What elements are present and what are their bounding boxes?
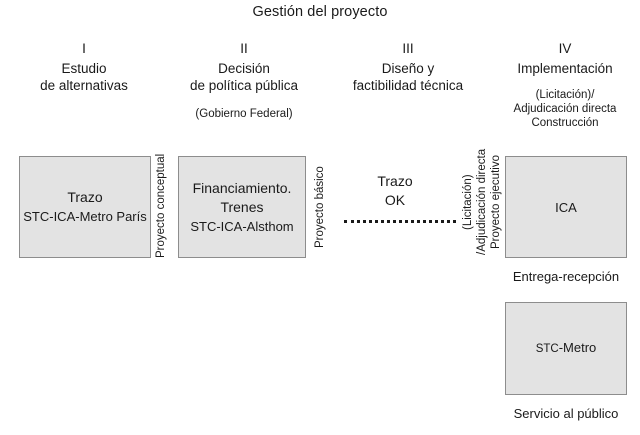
box-ica: ICA (505, 156, 627, 258)
box-financiamiento-text: Financiamiento. Trenes STC-ICA-Alsthom (190, 179, 293, 236)
box-trazo-line2: STC-ICA-Metro París (23, 209, 147, 224)
box-stc-metro-label: STC-Metro (536, 338, 597, 359)
box-ica-label: ICA (555, 199, 577, 215)
connector-label-proyecto-conceptual: Proyecto conceptual (155, 153, 167, 258)
phase-column-2: II Decisión de política pública (Gobiern… (168, 40, 320, 121)
page-title: Gestión del proyecto (252, 4, 388, 20)
phase-title-4: Implementación (517, 61, 613, 76)
box-financiamiento-line1: Financiamiento. (192, 179, 292, 196)
status-trazo-ok: Trazo OK (377, 173, 413, 208)
box-stc-metro-prefix: STC (535, 343, 559, 355)
label-entrega-recepcion: Entrega-recepción (512, 269, 620, 284)
box-financiamiento: Financiamiento. Trenes STC-ICA-Alsthom (178, 156, 306, 258)
phase-column-3: III Diseño y factibilidad técnica (330, 40, 486, 94)
phase-column-4: IV Implementación (Licitación)/ Adjudica… (490, 40, 640, 130)
phase-column-1: I Estudio de alternativas (8, 40, 160, 94)
connector-label-proyecto-basico: Proyecto básico (314, 166, 326, 248)
box-trazo-line1: Trazo (67, 189, 103, 205)
connector-label-licitacion: (Licitación) (462, 174, 474, 230)
connector-label-adjudicacion-directa: /Adjudicación directa (476, 148, 488, 256)
dotted-connector-line (344, 220, 456, 223)
phase-note-2: (Gobierno Federal) (195, 108, 293, 120)
box-financiamiento-line3: STC-ICA-Alsthom (190, 218, 294, 234)
label-servicio-al-publico: Servicio al público (513, 406, 619, 421)
phase-numeral-2: II (240, 41, 248, 56)
box-stc-metro-suffix: -Metro (558, 340, 597, 355)
phase-title-2: Decisión de política pública (189, 61, 299, 93)
box-financiamiento-line2: Trenes (220, 198, 264, 215)
box-trazo-text: Trazo STC-ICA-Metro París (23, 188, 147, 226)
phase-numeral-4: IV (558, 41, 572, 56)
phase-numeral-3: III (402, 41, 414, 56)
phase-title-1: Estudio de alternativas (40, 61, 128, 93)
phase-title-3: Diseño y factibilidad técnica (352, 61, 464, 93)
box-trazo: Trazo STC-ICA-Metro París (19, 156, 151, 258)
phase-note-4: (Licitación)/ Adjudicación directa Const… (513, 89, 617, 129)
box-stc-metro: STC-Metro (505, 302, 627, 395)
phase-numeral-1: I (82, 41, 86, 56)
connector-label-proyecto-ejecutivo: Proyecto ejecutivo (490, 155, 502, 249)
connector-label-licitacion-stack: (Licitación) /Adjudicación directa Proye… (462, 146, 504, 258)
